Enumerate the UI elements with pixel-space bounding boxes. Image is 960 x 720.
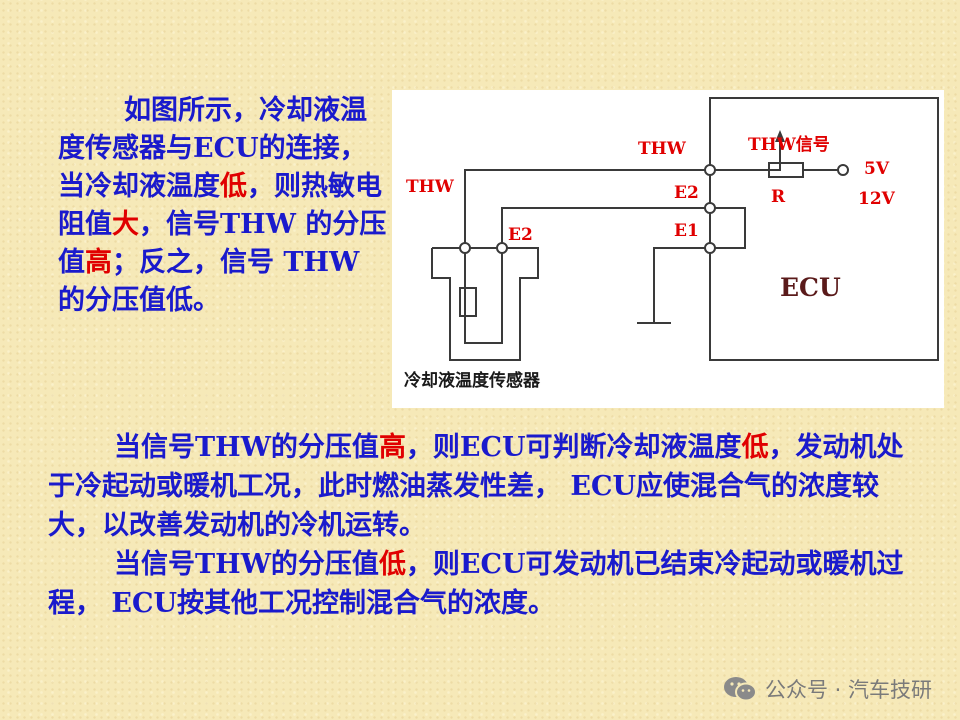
label-r: R — [771, 187, 786, 207]
label-thw-signal: THW信号 — [748, 134, 830, 155]
intro-paragraph: 如图所示，冷却液温度传感器与ECU的连接，当冷却液温度低，则热敏电阻值大，信号T… — [58, 92, 388, 320]
body-s2-a: 当信号THW的分压值 — [114, 549, 379, 580]
intro-highlight-low: 低 — [220, 171, 247, 202]
sensor-terminal-thw — [459, 242, 471, 254]
ecu-box — [709, 97, 939, 361]
body-s2-b: ，则ECU可发动机已结束冷起动或暖机过程， ECU按其他工况控制混合气的浓度。 — [48, 549, 904, 619]
thw-wire — [464, 169, 710, 248]
body-s1-highlight-low: 低 — [741, 432, 769, 463]
e2-wire — [501, 207, 710, 248]
label-e2-left: E2 — [508, 225, 533, 245]
body-s2-highlight-low: 低 — [378, 549, 406, 580]
body-s1-a: 当信号THW的分压值 — [114, 432, 379, 463]
body-paragraph: 当信号THW的分压值高，则ECU可判断冷却液温度低，发动机处于冷起动或暖机工况，… — [48, 428, 928, 623]
label-thw-left: THW — [406, 177, 455, 197]
ecu-terminal-e1 — [704, 242, 716, 254]
circuit-svg: THW THW THW信号 E2 E2 E1 R 5V 12V ECU 冷却液温… — [404, 97, 939, 391]
intro-highlight-large: 大 — [112, 209, 139, 240]
wechat-icon — [723, 675, 757, 703]
label-12v: 12V — [858, 189, 896, 209]
label-5v: 5V — [864, 159, 890, 179]
intro-text-3: ，信号THW 的分压值 — [58, 209, 387, 278]
e2-e1-link — [710, 207, 746, 249]
intro-text-1: 如图所示，冷却液温度传感器与ECU的连接，当冷却液温度 — [58, 95, 367, 202]
sensor-terminal-e2 — [496, 242, 508, 254]
intro-highlight-high: 高 — [85, 247, 112, 278]
supply-terminal — [837, 164, 849, 176]
body-s1-c: ，发动机处于冷起动或暖机工况，此时燃油蒸发性差， ECU应使混合气的浓度较大，以… — [48, 432, 904, 541]
label-e1: E1 — [674, 221, 699, 241]
signal-arrow — [775, 130, 785, 142]
body-s1-b: ，则ECU可判断冷却液温度 — [405, 432, 742, 463]
body-s1-highlight-high: 高 — [378, 432, 406, 463]
intro-text-4: ；反之，信号 THW 的分压值低。 — [58, 247, 360, 316]
watermark: 公众号 · 汽车技研 — [723, 674, 932, 704]
e1-ground-wire — [653, 247, 710, 323]
label-ecu: ECU — [780, 273, 841, 302]
intro-text-2: ，则热敏电阻值 — [58, 171, 382, 240]
thermistor — [459, 287, 477, 317]
sensor-inner-loop — [464, 248, 503, 344]
label-sensor-caption: 冷却液温度传感器 — [404, 370, 541, 391]
sensor-housing — [431, 247, 539, 361]
watermark-text: 公众号 · 汽车技研 — [764, 678, 932, 702]
label-e2-right: E2 — [674, 183, 699, 203]
ecu-terminal-thw — [704, 164, 716, 176]
ecu-terminal-e2 — [704, 202, 716, 214]
circuit-diagram: THW THW THW信号 E2 E2 E1 R 5V 12V ECU 冷却液温… — [392, 90, 944, 408]
label-thw-top: THW — [638, 139, 687, 159]
